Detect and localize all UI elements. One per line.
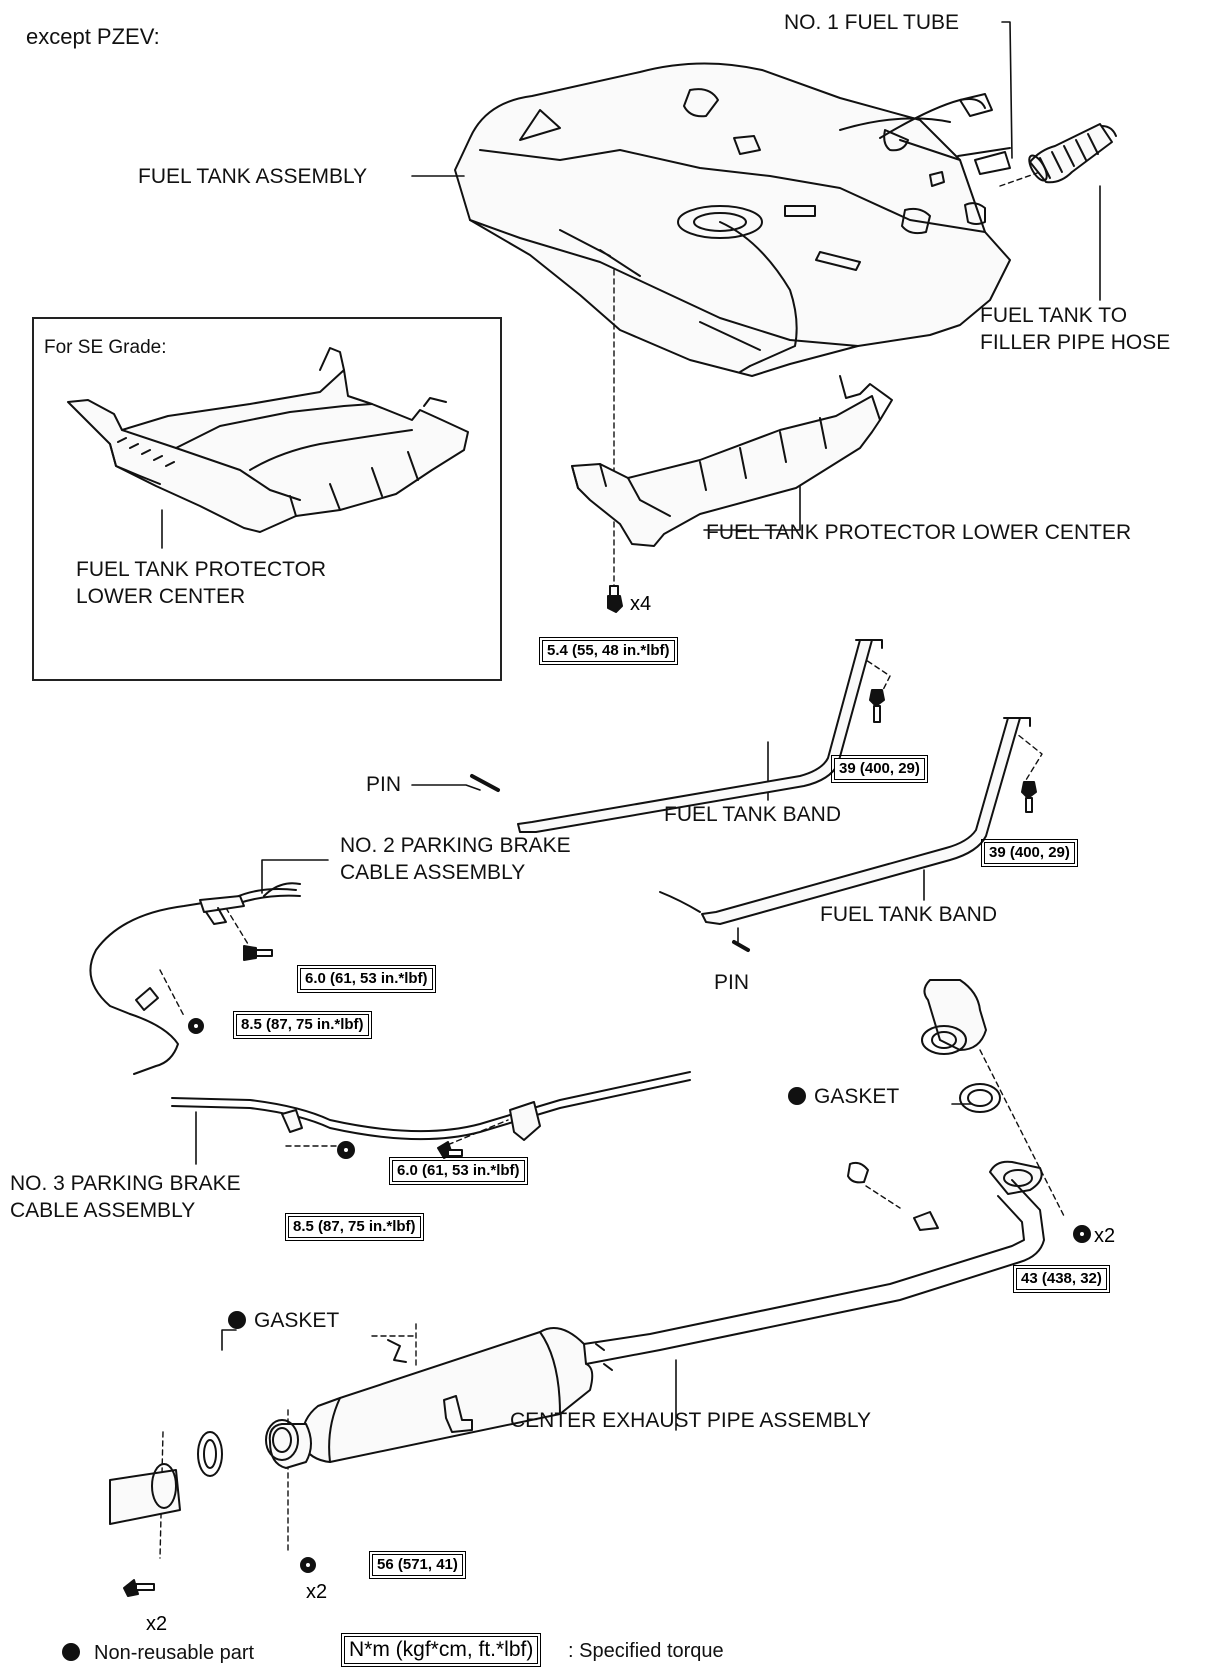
torque-pb3-nut: 8.5 (87, 75 in.*lbf)	[285, 1213, 424, 1241]
legend-non-reusable: Non-reusable part	[62, 1640, 254, 1666]
torque-pb2-bolt: 6.0 (61, 53 in.*lbf)	[297, 965, 436, 993]
qty-exhaust-rear-nut: x2	[306, 1581, 328, 1603]
gasket-lower-label: GASKET	[228, 1308, 339, 1334]
fuel-tank-band-lower-label: FUEL TANK BAND	[820, 903, 997, 926]
torque-protector-bolt: 5.4 (55, 48 in.*lbf)	[539, 637, 678, 665]
gasket-upper-label: GASKET	[788, 1084, 899, 1110]
legend-torque-desc: : Specified torque	[568, 1640, 724, 1662]
fuel-tank-band-upper-drawing	[470, 639, 883, 833]
no3-parking-brake-label: NO. 3 PARKING BRAKE CABLE ASSEMBLY	[10, 1172, 241, 1222]
torque-band-bolt-lower: 39 (400, 29)	[981, 839, 1078, 867]
se-grade-inset	[32, 317, 502, 681]
center-exhaust-pipe-label: CENTER EXHAUST PIPE ASSEMBLY	[510, 1409, 871, 1432]
no3-parking-brake-cable-drawing	[171, 1071, 691, 1141]
torque-exhaust-rear-nut: 56 (571, 41)	[369, 1551, 466, 1579]
torque-pb2-nut: 8.5 (87, 75 in.*lbf)	[233, 1011, 372, 1039]
no2-parking-brake-cable-drawing	[89, 882, 301, 1075]
legend-torque-units: N*m (kgf*cm, ft.*lbf)	[340, 1633, 542, 1667]
inset-title: For SE Grade:	[44, 337, 167, 358]
protector-lower-center-label: FUEL TANK PROTECTOR LOWER CENTER	[706, 521, 1132, 544]
fuel-tank-drawing	[454, 62, 1011, 377]
qty-exhaust-rear-bolt: x2	[146, 1613, 168, 1635]
qty-exhaust-front-nut: x2	[1094, 1225, 1116, 1247]
filler-pipe-hose-label: FUEL TANK TO FILLER PIPE HOSE	[980, 304, 1171, 354]
torque-exhaust-front-nut: 43 (438, 32)	[1013, 1265, 1110, 1293]
inset-part-label: FUEL TANK PROTECTOR LOWER CENTER	[76, 558, 327, 608]
non-reusable-dot-icon	[788, 1087, 806, 1105]
variant-label: except PZEV:	[26, 24, 160, 49]
fuel-tank-band-upper-label: FUEL TANK BAND	[664, 803, 841, 826]
leader-lines	[161, 21, 1101, 1431]
pin-upper-label: PIN	[366, 773, 402, 796]
legend-non-reusable-text: Non-reusable part	[94, 1642, 255, 1664]
filler-pipe-hose-drawing	[1028, 123, 1117, 184]
no2-parking-brake-label: NO. 2 PARKING BRAKE CABLE ASSEMBLY	[340, 834, 571, 884]
non-reusable-dot-icon	[228, 1311, 246, 1329]
pin-lower-label: PIN	[714, 971, 750, 994]
torque-band-bolt-upper: 39 (400, 29)	[831, 755, 928, 783]
gasket-lower-text: GASKET	[254, 1309, 340, 1332]
fuel-tank-assembly-label: FUEL TANK ASSEMBLY	[138, 165, 368, 188]
non-reusable-dot-icon	[62, 1643, 80, 1661]
se-protector-drawing	[67, 347, 469, 533]
qty-protector-bolt: x4	[630, 593, 652, 615]
protector-lower-center-drawing	[571, 375, 893, 547]
gasket-upper-text: GASKET	[814, 1085, 900, 1108]
bolts	[123, 585, 1091, 1597]
torque-pb3-bolt: 6.0 (61, 53 in.*lbf)	[389, 1157, 528, 1185]
fuel-tank-band-lower-drawing	[659, 717, 1031, 952]
no1-fuel-tube-label: NO. 1 FUEL TUBE	[784, 11, 960, 34]
exhaust-pipe-drawing	[109, 979, 1045, 1525]
